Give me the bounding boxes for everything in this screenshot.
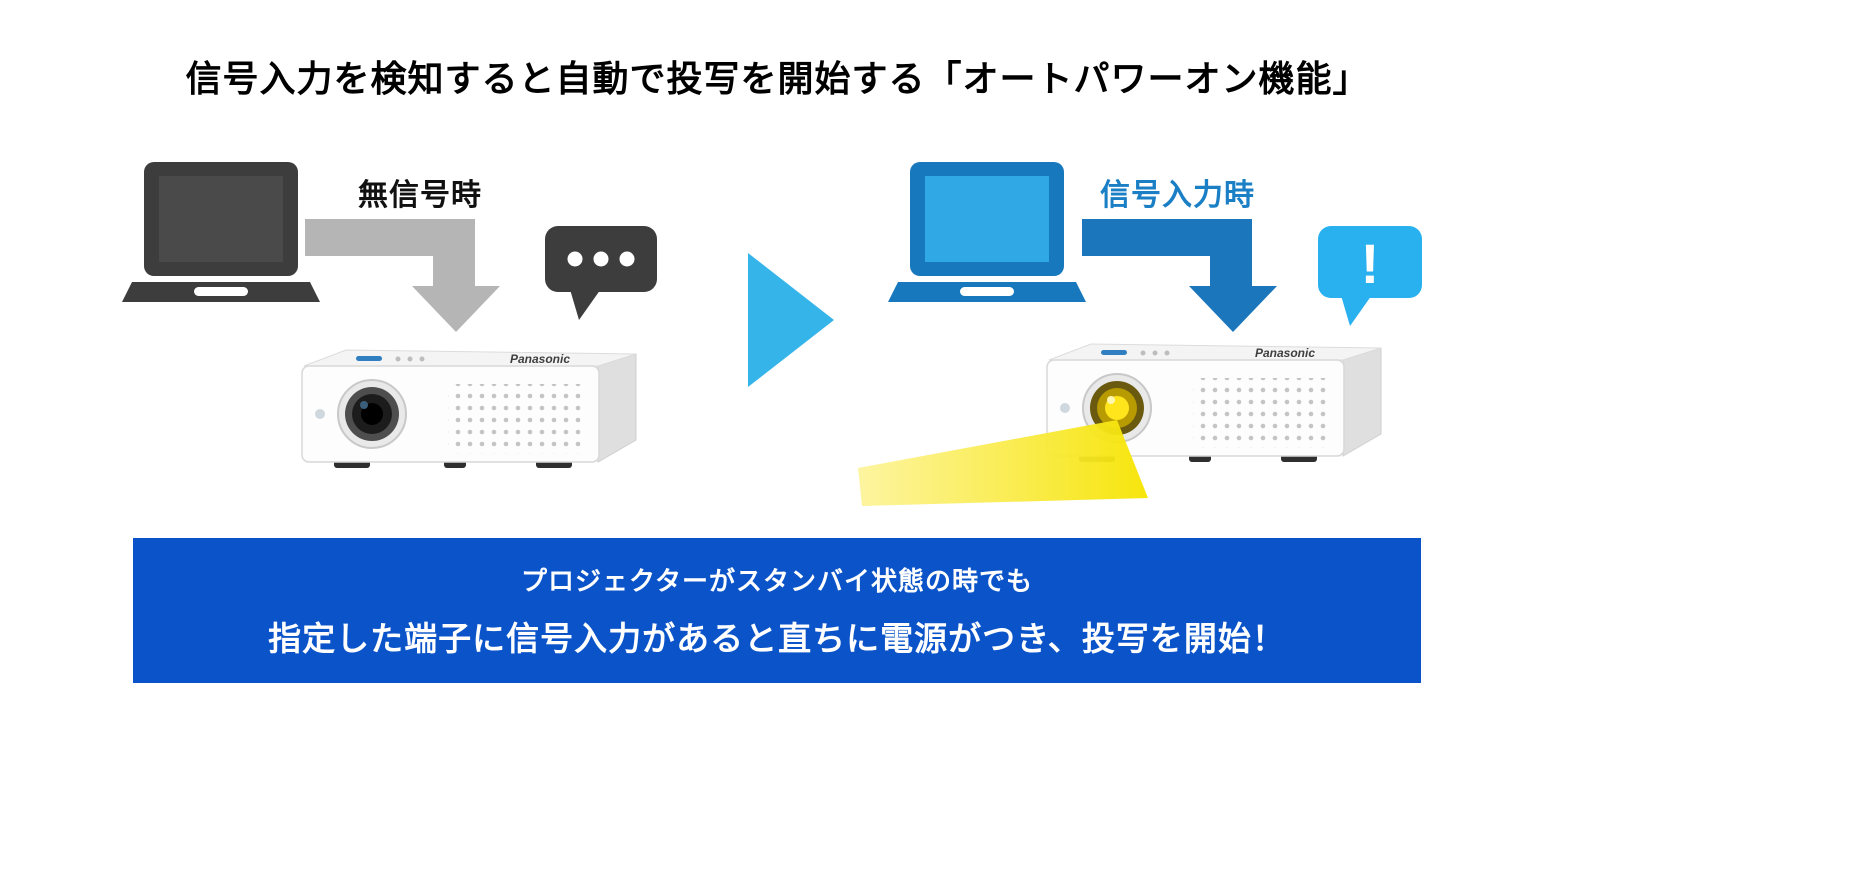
no-signal-arrow-icon — [305, 219, 500, 332]
projector-side-face — [597, 353, 637, 463]
exclamation-text: ! — [1361, 232, 1380, 295]
elbow-arrow-shape — [305, 219, 500, 332]
projector-sensor — [1060, 403, 1070, 413]
projector-lens-off — [337, 379, 407, 449]
signal-arrow-icon — [1082, 219, 1277, 332]
signal-laptop-icon — [888, 162, 1086, 302]
ellipsis-dots-icon — [567, 251, 635, 267]
no-signal-bubble-icon — [545, 226, 657, 320]
no-signal-laptop-icon — [122, 162, 320, 302]
bubble-body — [1318, 226, 1422, 298]
projector-side-face — [1342, 347, 1382, 457]
info-banner: プロジェクターがスタンバイ状態の時でも 指定した端子に信号入力があると直ちに電源… — [133, 538, 1421, 683]
signal-input-label: 信号入力時 — [1100, 179, 1255, 212]
light-beam-icon — [858, 420, 1148, 506]
projector-brand-text: Panasonic — [510, 352, 570, 366]
projector-top-face — [303, 349, 637, 367]
projector-brand-text: Panasonic — [1255, 346, 1315, 360]
bubble-tail — [1340, 292, 1374, 326]
bubble-tail — [569, 286, 603, 320]
projector-sensor — [315, 409, 325, 419]
signal-bubble-icon: ! — [1318, 226, 1422, 326]
beam-shape — [858, 420, 1148, 506]
banner-headline: 指定した端子に信号入力があると直ちに電源がつき、投写を開始！ — [268, 620, 1286, 657]
laptop-screen — [925, 176, 1049, 262]
transition-chevron-icon — [748, 253, 834, 387]
laptop-base-notch — [194, 287, 248, 296]
projector-standby-image: Panasonic — [301, 349, 637, 468]
projector-vent-grille — [1193, 378, 1331, 448]
banner-subtitle: プロジェクターがスタンバイ状態の時でも — [521, 566, 1033, 596]
diagram-title: 信号入力を検知すると自動で投写を開始する「オートパワーオン機能」 — [185, 58, 1370, 99]
projector-indicator — [356, 356, 382, 361]
chevron-shape — [748, 253, 834, 387]
projector-indicator — [1101, 350, 1127, 355]
laptop-screen — [159, 176, 283, 262]
no-signal-label: 無信号時 — [358, 179, 482, 212]
projector-top-face — [1048, 343, 1382, 361]
elbow-arrow-shape — [1082, 219, 1277, 332]
projector-vent-grille — [448, 384, 586, 454]
laptop-base-notch — [960, 287, 1014, 296]
